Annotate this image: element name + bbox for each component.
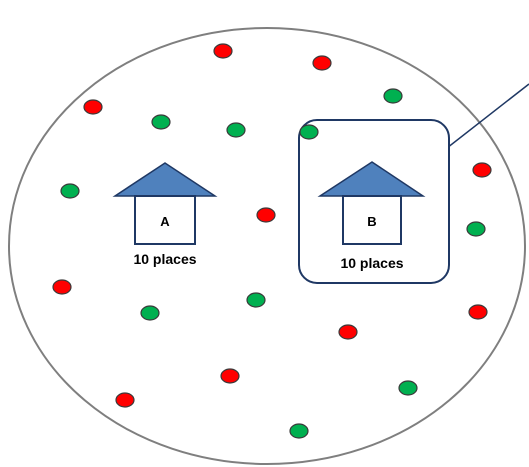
house-a-caption: 10 places [133, 251, 196, 267]
red-dot [338, 324, 358, 340]
house-b-label: B [367, 214, 376, 229]
green-dot [151, 114, 171, 130]
red-dot [472, 162, 492, 178]
house-b-body [342, 195, 402, 245]
red-dot [115, 392, 135, 408]
green-dot [60, 183, 80, 199]
green-dot [299, 124, 319, 140]
red-dot [256, 207, 276, 223]
green-dot [289, 423, 309, 439]
green-dot [140, 305, 160, 321]
red-dot [220, 368, 240, 384]
house-a: A 10 places [112, 162, 218, 267]
green-dot [383, 88, 403, 104]
red-dot [52, 279, 72, 295]
house-a-body [134, 195, 196, 245]
green-dot [466, 221, 486, 237]
callout-line [437, 83, 529, 156]
red-dot [213, 43, 233, 59]
dots-group [52, 43, 492, 439]
green-dot [246, 292, 266, 308]
green-dot [226, 122, 246, 138]
house-a-label: A [160, 214, 170, 229]
house-b-caption: 10 places [340, 255, 403, 271]
green-dot [398, 380, 418, 396]
red-dot [468, 304, 488, 320]
red-dot [312, 55, 332, 71]
red-dot [83, 99, 103, 115]
house-b: B 10 places [317, 161, 426, 271]
